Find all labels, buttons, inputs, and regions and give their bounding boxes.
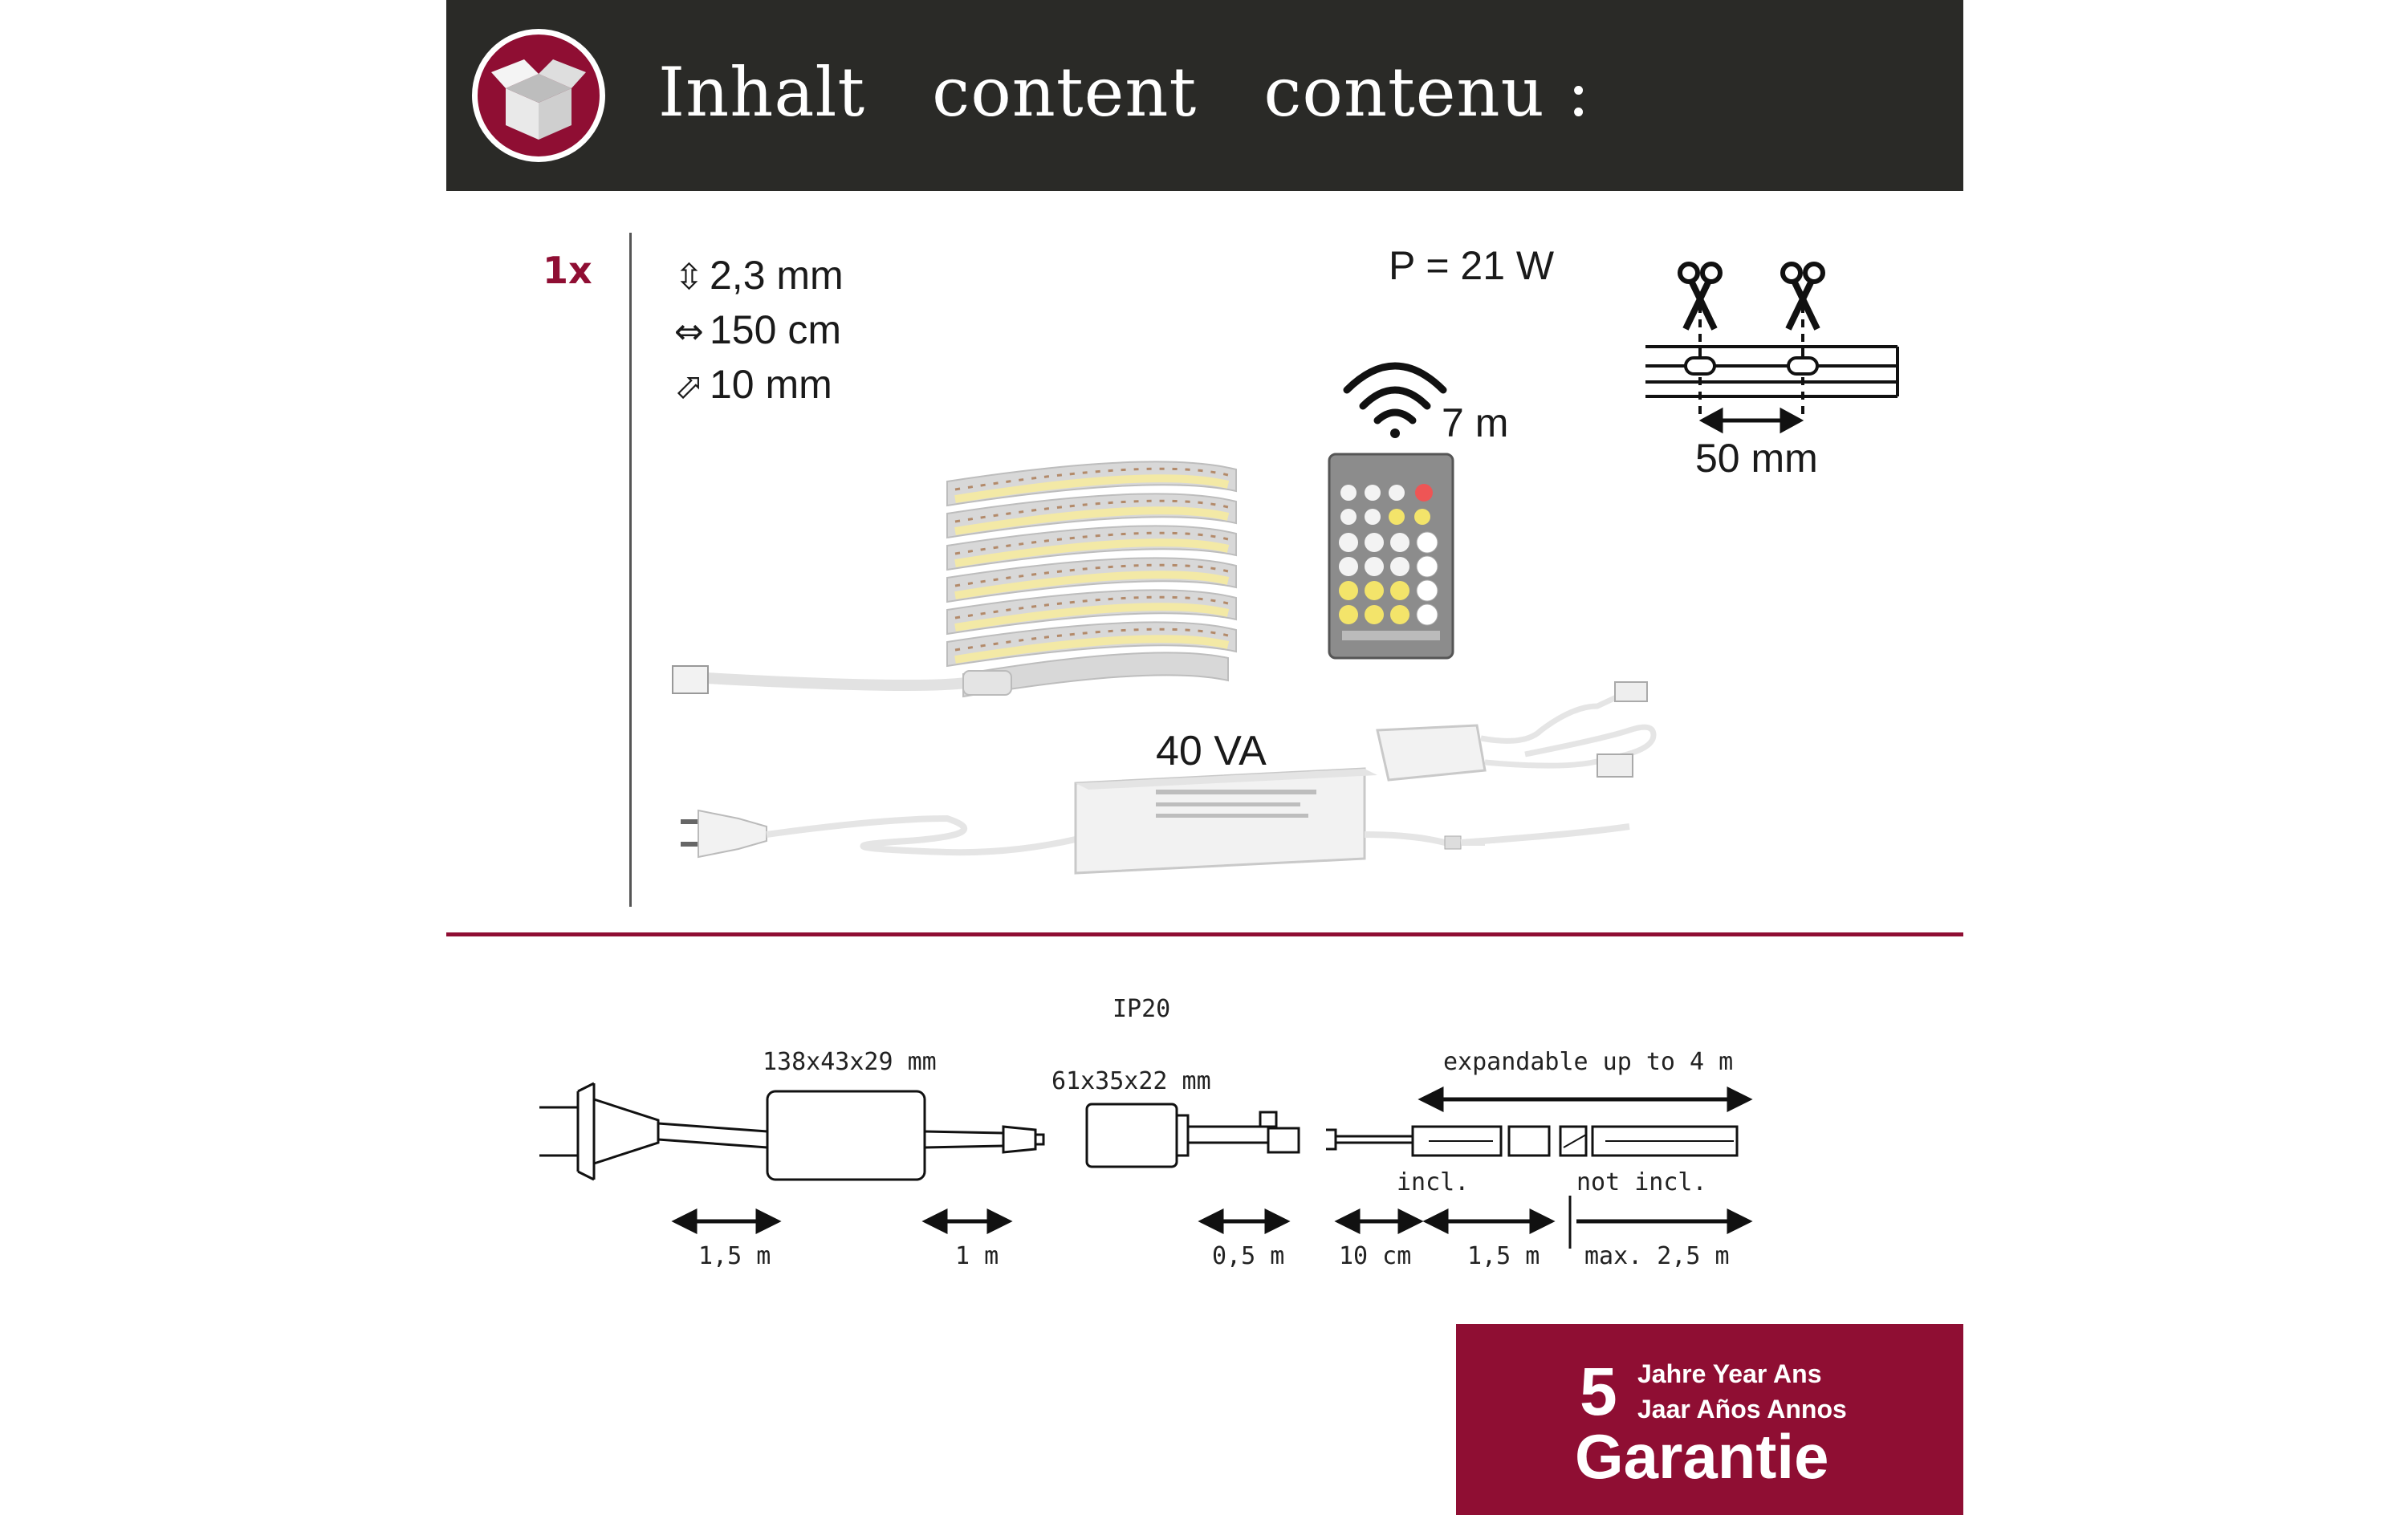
length-label-controller: 0,5 m [1212,1242,1285,1270]
length-label-transformer: 1 m [955,1242,999,1270]
length-label-strip: 1,5 m [1467,1242,1540,1270]
transformer-rating-label: 40 VA [1156,728,1267,774]
section-divider [446,932,1963,936]
guarantee-line-2: Jaar Años Annos [1637,1395,1847,1424]
header-title: Inhalt content contenu : [658,53,1591,132]
quantity-label: 1x [543,249,592,292]
guarantee-years-number: 5 [1580,1354,1617,1429]
transformer-size-label: 138x43x29 mm [763,1048,937,1076]
dimension-length: ⇔150 cm [674,307,841,352]
dimension-height: ⇳2,3 mm [674,253,844,298]
not-included-label: not incl. [1576,1168,1707,1196]
cut-interval-label: 50 mm [1695,436,1818,481]
guarantee-badge [1456,1324,1963,1515]
power-label: P = 21 W [1389,243,1555,288]
length-label-connector: 10 cm [1339,1242,1412,1270]
length-label-max: max. 2,5 m [1584,1242,1730,1270]
guarantee-word: Garantie [1575,1421,1829,1492]
open-box-icon [491,59,586,140]
dimension-width: ⬀10 mm [674,362,832,407]
width-arrow-icon: ⬀ [674,366,704,407]
ip-rating-label: IP20 [1112,995,1171,1023]
included-label: incl. [1397,1168,1470,1196]
vertical-divider [629,233,632,907]
remote-range-label: 7 m [1442,400,1509,445]
expandable-label: expandable up to 4 m [1443,1048,1734,1076]
guarantee-line-1: Jahre Year Ans [1637,1359,1822,1388]
scissors-icon [1678,262,1825,331]
height-arrows-icon: ⇳ [674,257,704,298]
led-strip-coil [672,461,1237,698]
cut-marks-diagram [1645,262,1899,434]
wifi-icon [1343,362,1447,438]
length-label-plug: 1,5 m [698,1242,771,1270]
length-arrows-icon: ⇔ [674,311,704,352]
controller-size-label: 61x35x22 mm [1051,1067,1211,1095]
header-bar [446,0,1963,191]
power-supply-assembly [681,681,1657,875]
remote-control-icon [1328,453,1454,660]
